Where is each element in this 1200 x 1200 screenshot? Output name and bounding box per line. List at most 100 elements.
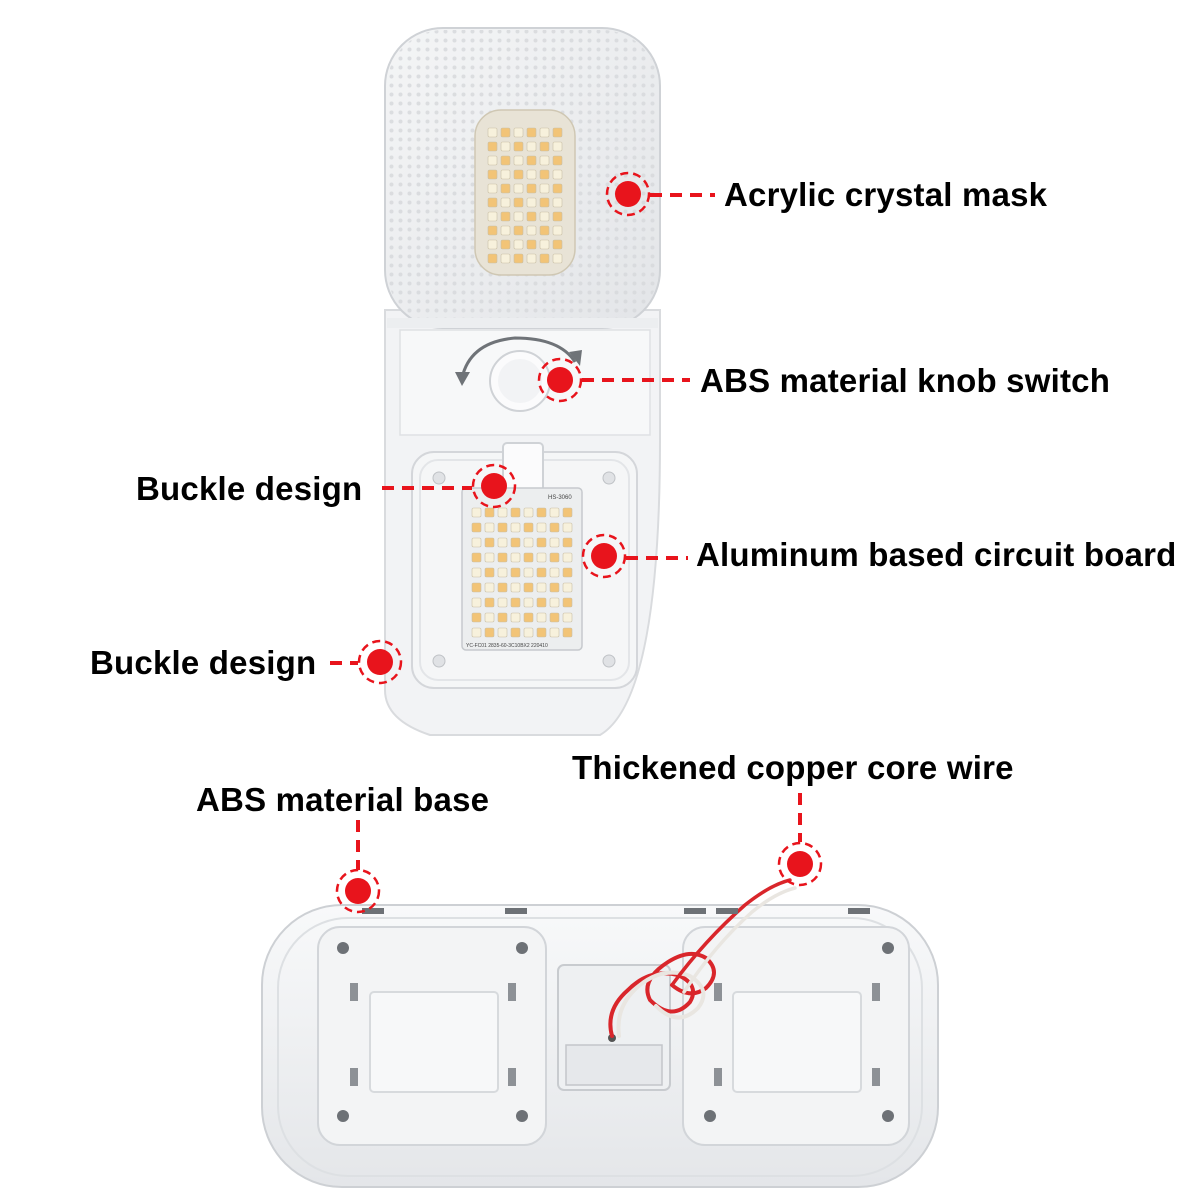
- callout-markers: [335, 171, 823, 914]
- led-chip: [513, 169, 524, 180]
- led-chip: [510, 597, 521, 608]
- led-chip: [487, 127, 498, 138]
- led-chip: [539, 197, 550, 208]
- led-chip: [500, 141, 511, 152]
- led-chip: [513, 197, 524, 208]
- marker-buckle-lower: [357, 639, 403, 685]
- led-chip: [539, 155, 550, 166]
- led-chip: [500, 211, 511, 222]
- led-chip: [497, 582, 508, 593]
- marker-buckle-upper: [471, 463, 517, 509]
- lens-led-board: [474, 109, 576, 276]
- led-chip: [526, 183, 537, 194]
- label-abs-material-base: ABS material base: [196, 781, 490, 818]
- led-chip: [549, 582, 560, 593]
- led-chip: [562, 507, 573, 518]
- led-chip: [523, 537, 534, 548]
- led-chip: [562, 612, 573, 623]
- led-chip: [513, 225, 524, 236]
- led-chip: [500, 155, 511, 166]
- led-chip: [549, 627, 560, 638]
- led-chip: [552, 197, 563, 208]
- marker-acrylic-mask: [605, 171, 651, 217]
- led-chip: [513, 239, 524, 250]
- led-chip: [526, 239, 537, 250]
- led-chip: [523, 552, 534, 563]
- led-chip: [471, 612, 482, 623]
- led-chip: [526, 155, 537, 166]
- led-chip: [526, 141, 537, 152]
- led-chip: [487, 197, 498, 208]
- led-chip: [471, 627, 482, 638]
- led-chip: [562, 582, 573, 593]
- led-chip: [500, 253, 511, 264]
- led-chip: [471, 537, 482, 548]
- led-chip: [562, 552, 573, 563]
- led-chip: [523, 627, 534, 638]
- led-chip: [471, 597, 482, 608]
- pcb-top-code: HS-3060: [548, 495, 572, 501]
- led-chip: [536, 507, 547, 518]
- led-chip: [552, 169, 563, 180]
- led-chip: [552, 183, 563, 194]
- led-chip: [562, 627, 573, 638]
- label-buckle-design-lower: Buckle design: [90, 644, 317, 681]
- marker-copper-wire: [777, 841, 823, 887]
- led-chip: [500, 197, 511, 208]
- led-chip: [562, 522, 573, 533]
- led-chip: [484, 507, 495, 518]
- led-chip: [552, 239, 563, 250]
- led-chip: [510, 612, 521, 623]
- led-chip: [539, 253, 550, 264]
- led-chip: [510, 627, 521, 638]
- led-chip: [552, 155, 563, 166]
- lens-led-array: [487, 127, 563, 264]
- led-chip: [552, 141, 563, 152]
- led-chip: [484, 597, 495, 608]
- led-chip: [487, 211, 498, 222]
- led-chip: [484, 567, 495, 578]
- marker-circuit-board: [581, 533, 627, 579]
- led-chip: [549, 522, 560, 533]
- led-chip: [536, 567, 547, 578]
- led-chip: [539, 225, 550, 236]
- led-chip: [549, 612, 560, 623]
- light-fixture-front: HS-3060 YC-FC01 2835-60-3C10BX2 220410: [384, 27, 661, 736]
- led-chip: [513, 211, 524, 222]
- led-chip: [539, 141, 550, 152]
- led-chip: [513, 141, 524, 152]
- led-chip: [523, 567, 534, 578]
- led-chip: [552, 225, 563, 236]
- marker-knob-switch: [537, 357, 583, 403]
- led-chip: [487, 253, 498, 264]
- marker-abs-base: [335, 868, 381, 914]
- led-chip: [497, 567, 508, 578]
- rotate-arrow-icon: [460, 336, 577, 379]
- led-chip: [526, 225, 537, 236]
- label-acrylic-crystal-mask: Acrylic crystal mask: [724, 176, 1048, 213]
- label-aluminum-circuit-board: Aluminum based circuit board: [696, 536, 1177, 573]
- led-chip: [536, 582, 547, 593]
- led-chip: [497, 507, 508, 518]
- led-chip: [487, 141, 498, 152]
- led-chip: [497, 612, 508, 623]
- callout-leaders: [330, 193, 802, 870]
- led-chip: [526, 169, 537, 180]
- led-chip: [523, 522, 534, 533]
- led-chip: [487, 225, 498, 236]
- led-chip: [526, 197, 537, 208]
- led-chip: [487, 239, 498, 250]
- led-chip: [549, 507, 560, 518]
- led-chip: [484, 537, 495, 548]
- led-chip: [484, 552, 495, 563]
- led-chip: [539, 211, 550, 222]
- led-chip: [497, 537, 508, 548]
- led-chip: [539, 169, 550, 180]
- led-chip: [523, 582, 534, 593]
- led-chip: [526, 127, 537, 138]
- led-chip: [523, 507, 534, 518]
- led-chip: [552, 127, 563, 138]
- led-chip: [539, 239, 550, 250]
- led-chip: [484, 612, 495, 623]
- led-chip: [536, 552, 547, 563]
